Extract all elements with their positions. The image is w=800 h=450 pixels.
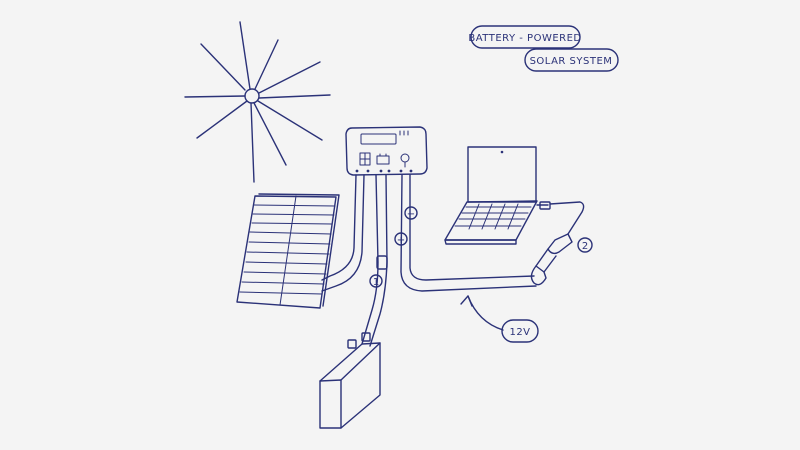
marker-2-label: 2 [582,241,588,252]
laptop-icon [444,146,538,245]
battery-cable [361,174,388,347]
plus-label: + [397,235,405,246]
output-cable [400,174,537,292]
charge-controller-icon [345,126,428,176]
laptop-cable [536,201,585,235]
title-line-1: BATTERY - POWERED [468,33,581,44]
plus-marker: + [394,232,408,246]
sun-icon [184,21,331,183]
voltage-callout: 12V [460,295,539,343]
minus-marker: − [404,206,418,220]
title-bubble-1: BATTERY - POWERED [468,25,581,49]
voltage-label: 12V [509,327,530,338]
minus-label: − [407,209,415,220]
fuse-icon [376,255,388,270]
solar-panel-icon [236,193,340,309]
marker-2: 2 [577,237,593,253]
title-line-2: SOLAR SYSTEM [530,56,613,67]
marker-1: 1 [369,274,383,288]
title-bubble-2: SOLAR SYSTEM [524,48,619,72]
panel-cable [321,174,365,292]
plug-icon [530,233,573,286]
battery-icon [319,332,381,429]
marker-1-label: 1 [373,277,379,288]
